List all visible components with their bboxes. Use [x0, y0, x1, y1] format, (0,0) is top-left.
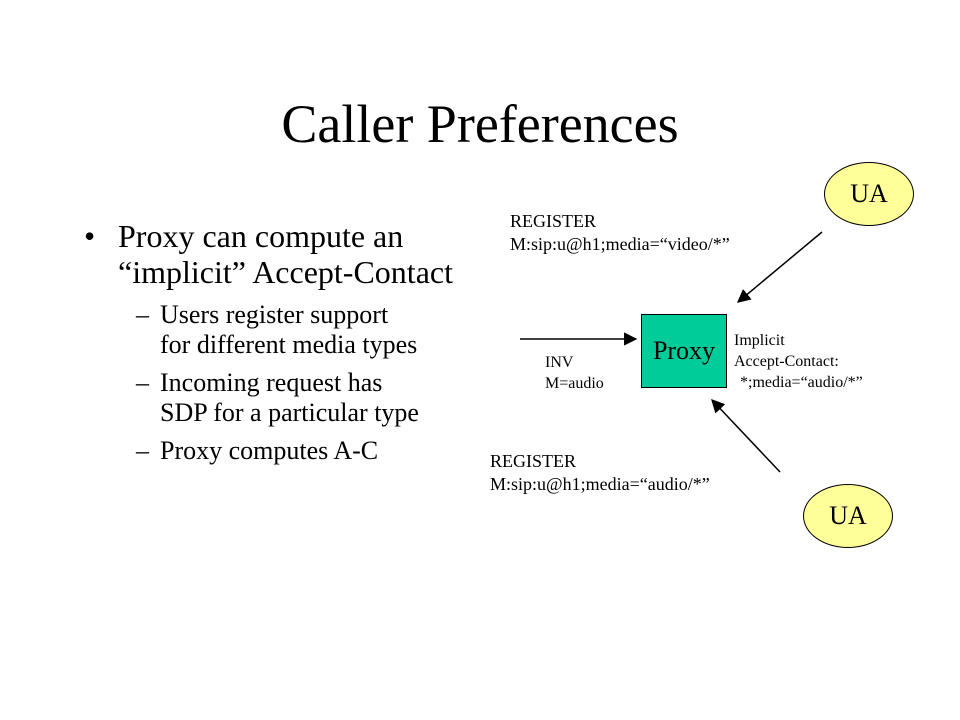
sub-bullet-item: –Proxy computes A-C: [84, 436, 420, 466]
implicit-accept-contact-label: Implicit Accept-Contact: *;media=“audio/…: [734, 332, 863, 391]
slide-title: Caller Preferences: [281, 94, 679, 154]
register-top-label: REGISTER M:sip:u@h1;media=“video/*”: [510, 211, 730, 254]
dash-icon: –: [136, 436, 149, 465]
arrow-register-top: [736, 231, 823, 303]
sub-bullet-item: –Incoming request has SDP for a particul…: [84, 368, 420, 428]
sub-bullet-text: Incoming request has SDP for a particula…: [160, 368, 419, 427]
proxy-node: Proxy: [641, 314, 727, 388]
register-bottom-label: REGISTER M:sip:u@h1;media=“audio/*”: [490, 451, 710, 494]
bullet-item: • Proxy can compute an “implicit” Accept…: [84, 218, 458, 290]
ua-node-bottom: UA: [803, 484, 893, 548]
bullet-dot-icon: •: [84, 218, 96, 254]
invite-label: INV M=audio: [545, 354, 604, 392]
sub-bullet-text: Users register support for different med…: [160, 300, 418, 359]
arrow-register-bottom: [711, 399, 781, 473]
sub-bullet-list: –Users register support for different me…: [84, 300, 484, 466]
ua-node-top: UA: [824, 162, 914, 226]
sub-bullet-item: –Users register support for different me…: [84, 300, 420, 360]
dash-icon: –: [136, 368, 149, 397]
dash-icon: –: [136, 300, 149, 329]
bullet-list: • Proxy can compute an “implicit” Accept…: [84, 218, 484, 474]
sub-bullet-text: Proxy computes A-C: [160, 436, 379, 465]
bullet-text: Proxy can compute an “implicit” Accept-C…: [118, 218, 453, 290]
